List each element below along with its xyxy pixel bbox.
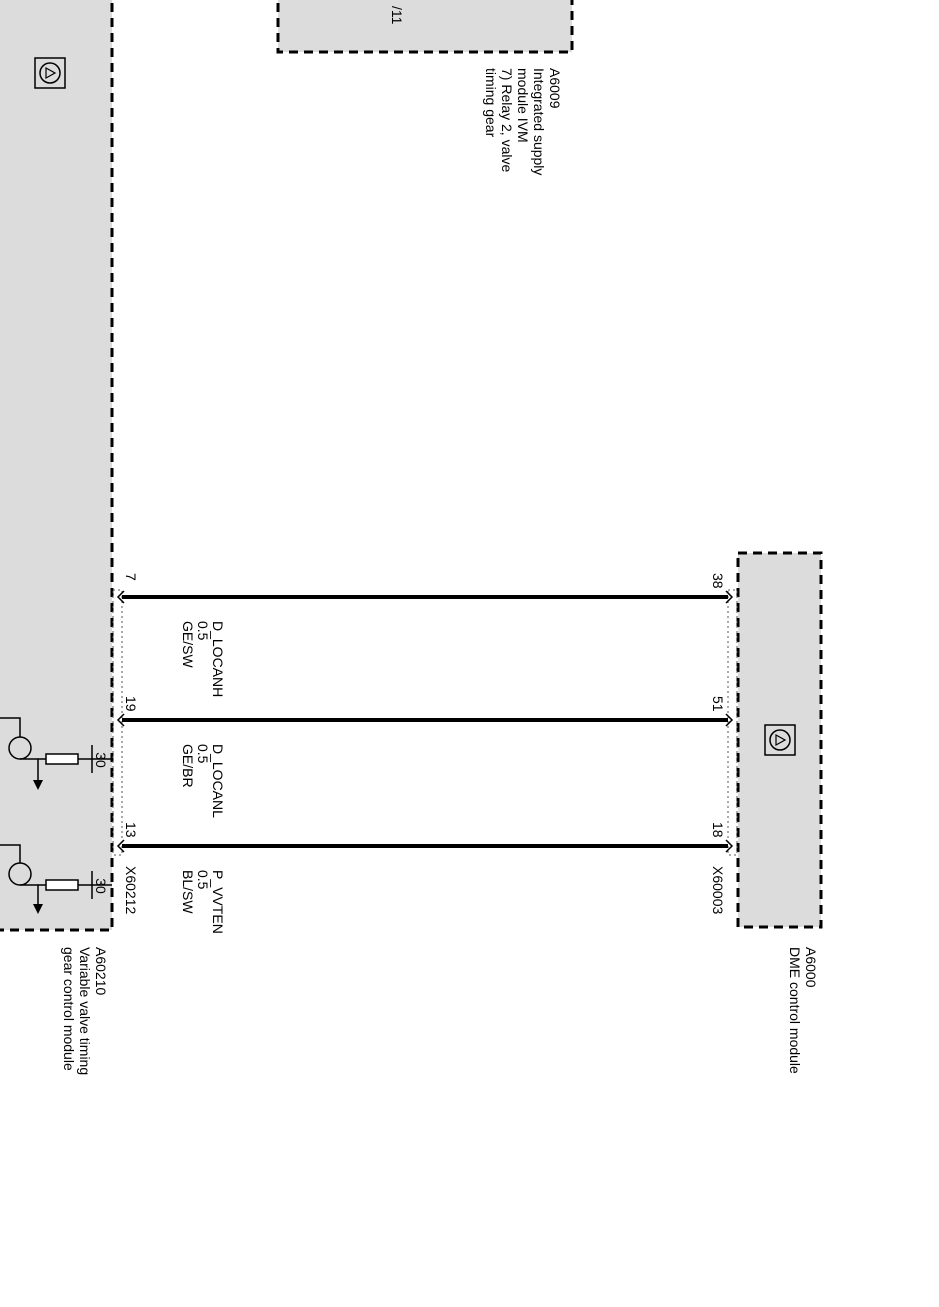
module-a6009-desc-line-2: module IVM [515,68,531,143]
pin-number-vvt: 19 [123,696,139,712]
pin-chevron-left [116,590,125,604]
wire-color-code: GE/SW [180,621,196,668]
module-a6009-desc-line-3: 7) Relay 2, valve [499,68,515,172]
wire-signal-name: D_LOCANL [210,744,226,818]
module-a6009-id: A6009 [547,68,563,109]
module-a60210-desc-line-1: Variable valve timing [77,947,93,1075]
connector-x60212-outline [112,589,123,856]
wire-color-code: GE/BR [180,744,196,788]
module-a6000 [736,551,823,929]
pin-chevron-left [116,839,125,853]
module-a6009-desc-line-4: timing gear [483,68,499,138]
module-a6009-box [276,0,574,54]
wire-gauge: 0.5 [195,744,211,764]
pin-number-dme: 38 [710,573,726,589]
transistor-circuit-1 [0,717,112,790]
pin-chevron-right [725,590,734,604]
module-a6000-box [736,551,823,929]
module-a6009-clipped-label: /11 [389,6,405,25]
wire-d_locanl [116,713,734,727]
module-a60210-id: A60210 [93,947,109,995]
pin-number-dme: 18 [710,822,726,838]
wire-gauge: 0.5 [195,870,211,890]
internal-pin-label-1: 30 [93,752,109,768]
wire-p_vvten [116,839,734,853]
wire-gauge: 0.5 [195,621,211,641]
pin-number-dme: 51 [710,696,726,712]
module-a6000-desc: DME control module [787,947,803,1074]
pin-number-vvt: 13 [123,822,139,838]
module-a6009-label: A6009 Integrated supply module IVM 7) Re… [483,68,563,175]
module-a60210-desc-line-2: gear control module [61,947,77,1071]
wire-d_locanh [116,590,734,604]
connector-x60003-label: X60003 [710,866,726,914]
connector-x60212-label: X60212 [123,866,139,914]
ecu-symbol-icon [34,57,66,89]
module-a6000-label: A6000 DME control module [787,947,819,1074]
transistor-circuit-2 [0,844,112,914]
internal-pin-label-2: 30 [93,878,109,894]
wire-color-code: BL/SW [180,870,196,914]
module-a60210-box [0,0,114,932]
module-a6000-id: A6000 [803,947,819,988]
module-a60210: 30 30 [0,0,114,932]
wire-signal-name: D_LOCANH [210,621,226,697]
wire-signal-name: P_VVTEN [210,870,226,934]
pin-chevron-right [725,713,734,727]
pin-chevron-right [725,839,734,853]
dme-ecu-symbol-icon [764,724,796,756]
pin-number-vvt: 7 [123,573,139,581]
connector-x60003-outline [727,589,738,856]
pin-chevron-left [116,713,125,727]
module-a60210-label: A60210 Variable valve timing gear contro… [61,947,109,1075]
module-a6009-desc-line-1: Integrated supply [531,68,547,175]
module-a6009: /11 [276,0,574,54]
